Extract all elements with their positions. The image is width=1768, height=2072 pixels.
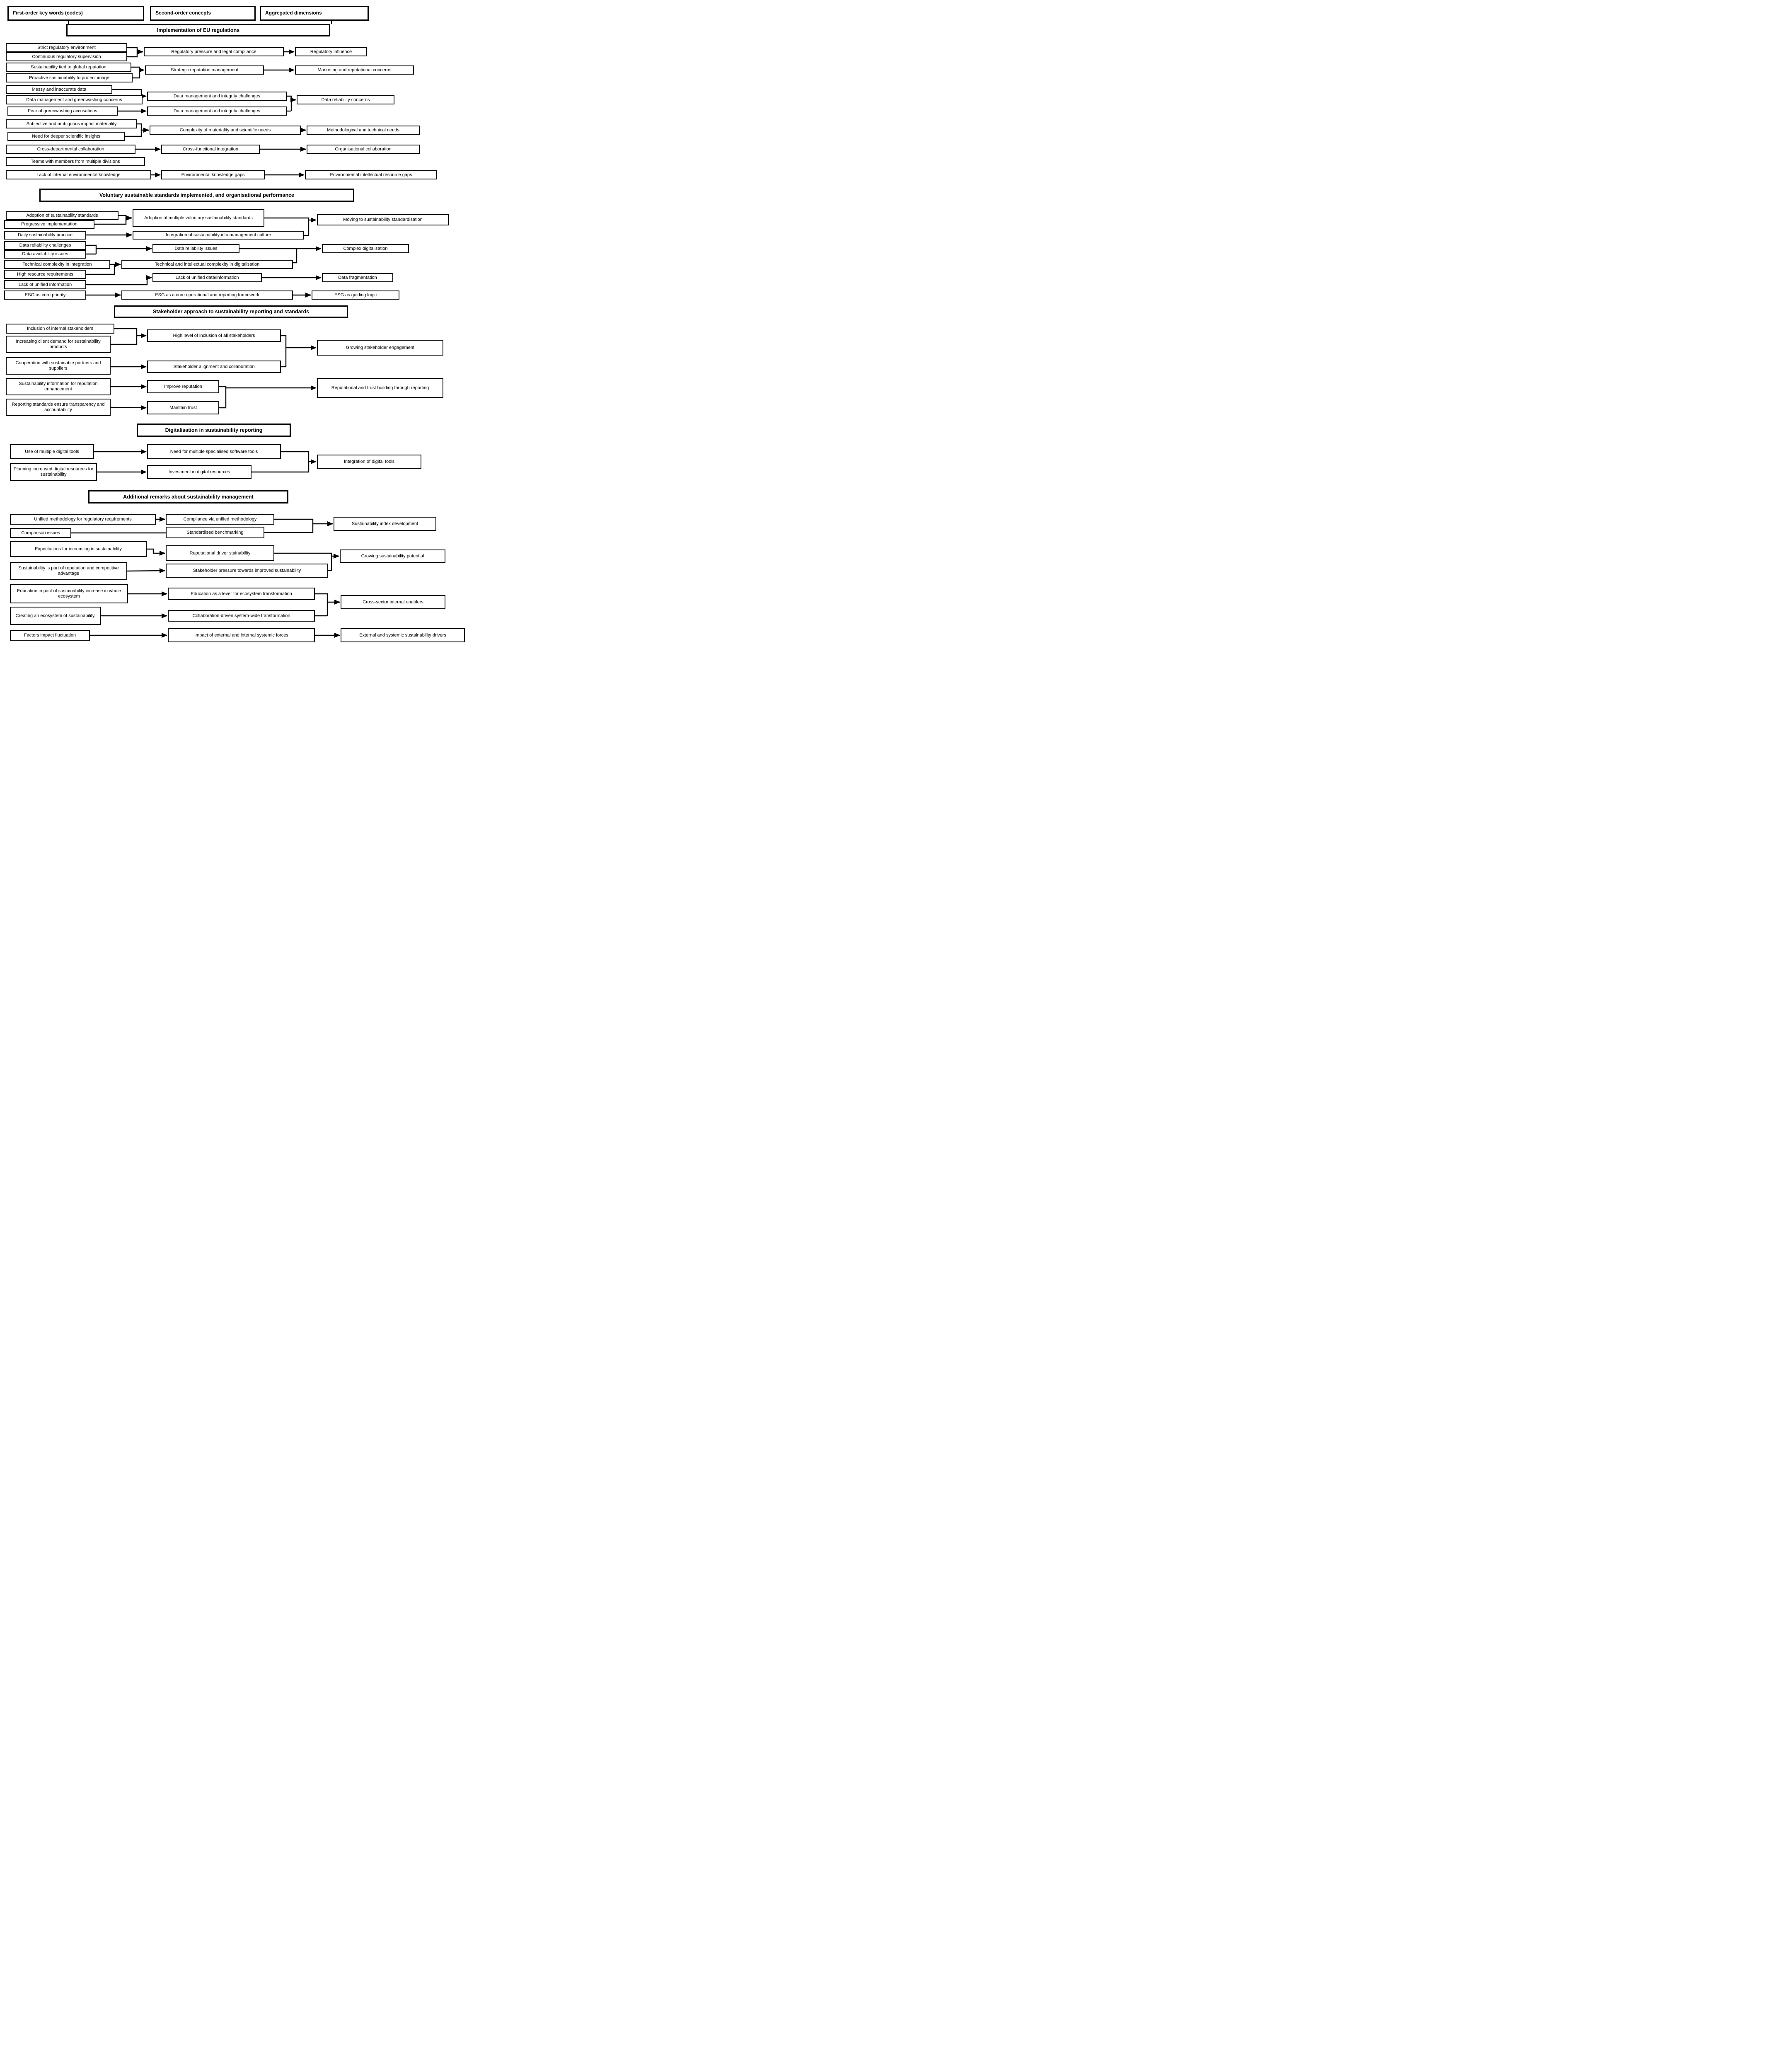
concept-stakeholder-pressure: Stakeholder pressure towards improved su… [166,564,328,578]
section-header-stakeholder-approach: Stakeholder approach to sustainability r… [114,305,348,318]
dimension-integration-digital-tools: Integration of digital tools [317,455,421,469]
concept-technical-intellectual-complexity: Technical and intellectual complexity in… [121,260,293,269]
dimension-regulatory-influence: Regulatory influence [295,47,367,56]
code-teams-multiple-divisions: Teams with members from multiple divisio… [6,157,145,166]
code-sustainability-reputation-advantage: Sustainability is part of reputation and… [10,562,127,580]
gioia-coding-diagram: First-order key words (codes) Second-ord… [0,0,484,659]
code-reporting-standards-transparency: Reporting standards ensure transparency … [6,399,111,416]
code-data-reliability-challenges: Data reliability challenges [4,241,86,250]
code-progressive-implementation: Progressive implementation [4,220,94,229]
code-planning-digital-resources: Planning increased digital resources for… [10,463,97,481]
dimension-data-reliability-concerns: Data reliability concerns [297,95,394,104]
concept-regulatory-pressure: Regulatory pressure and legal compliance [144,47,284,56]
code-high-resource-requirements: High resource requirements [4,270,86,279]
concept-high-level-inclusion: High level of inclusion of all stakehold… [147,329,281,342]
concept-strategic-reputation: Strategic reputation management [145,65,264,75]
dimension-data-fragmentation: Data fragmentation [322,273,393,282]
code-deeper-scientific-insights: Need for deeper scientific insights [7,132,125,141]
code-fear-greenwashing: Fear of greenwashing accusations [7,107,118,116]
dimension-methodological-technical: Methodological and technical needs [307,126,420,135]
code-esg-core-priority: ESG as core priority [4,290,86,300]
code-lack-internal-env-knowledge: Lack of internal environmental knowledge [6,170,151,179]
code-education-impact-ecosystem: Education impact of sustainability incre… [10,584,128,603]
column-header-aggregated-dimensions: Aggregated dimensions [260,6,369,21]
section-header-eu-regulations: Implementation of EU regulations [66,24,330,36]
code-adoption-sustainability-standards: Adoption of sustainability standards [6,211,119,220]
code-data-availability-issues: Data availability issues [4,250,86,259]
code-increasing-client-demand: Increasing client demand for sustainabil… [6,336,111,353]
code-cooperation-sustainable-partners: Cooperation with sustainable partners an… [6,357,111,375]
concept-improve-reputation: Improve reputation [147,380,219,393]
code-cross-departmental-collaboration: Cross-departmental collaboration [6,145,135,154]
concept-data-integrity-1: Data management and integrity challenges [147,92,287,101]
dimension-organisational-collaboration: Organisational collaboration [307,145,420,154]
code-daily-sustainability-practice: Daily sustainability practice [4,231,86,240]
code-subjective-impact-materiality: Subjective and ambiguous impact material… [6,119,137,128]
code-inclusion-internal-stakeholders: Inclusion of internal stakeholders [6,324,114,334]
code-sustainability-global-reputation: Sustainability tied to global reputation [6,63,131,72]
column-header-first-order: First-order key words (codes) [7,6,144,21]
code-creating-ecosystem-sustainability: Creating an ecosystem of sustainability. [10,607,101,625]
code-data-management-greenwashing: Data management and greenwashing concern… [6,95,143,104]
concept-impact-systemic-forces: Impact of external and internal systemic… [168,628,315,642]
section-header-voluntary-standards: Voluntary sustainable standards implemen… [39,189,354,202]
code-continuous-regulatory-supervision: Continuous regulatory supervision [6,52,127,61]
dimension-moving-standardisation: Moving to sustainability standardisation [317,214,449,225]
code-lack-unified-information: Lack of unified information [4,280,86,289]
concept-data-integrity-2: Data management and integrity challenges [147,107,287,116]
dimension-cross-sector-internal-enablers: Cross-sector internal enablers [341,595,445,609]
concept-need-specialised-software: Need for multiple specialised software t… [147,444,281,459]
dimension-env-intellectual-gaps: Environmental intellectual resource gaps [305,170,437,179]
concept-complexity-materiality: Complexity of materiality and scientific… [150,126,301,135]
concept-reputational-driver: Reputational driver stainability [166,545,274,561]
concept-standardised-benchmarking: Standardised benchmarking [166,527,264,538]
concept-esg-operational-framework: ESG as a core operational and reporting … [121,290,293,300]
concept-education-lever-transformation: Education as a lever for ecosystem trans… [168,588,315,600]
code-messy-inaccurate-data: Messy and inaccurate data [6,85,112,94]
concept-adoption-multiple-voluntary: Adoption of multiple voluntary sustainab… [133,209,264,227]
concept-cross-functional-integration: Cross-functional integration [161,145,260,154]
section-header-digitalisation: Digitalisation in sustainability reporti… [137,424,291,437]
dimension-growing-sustainability-potential: Growing sustainability potential [340,549,445,563]
concept-stakeholder-alignment: Stakeholder alignment and collaboration [147,361,281,373]
concept-lack-unified-data: Lack of unified data/information [152,273,262,282]
dimension-esg-guiding-logic: ESG as guiding logic [312,290,399,300]
code-expectations-increasing-sustainability: Expectations for increasing in sustainab… [10,541,147,557]
dimension-growing-stakeholder-engagement: Growing stakeholder engagement [317,340,443,356]
concept-integration-management-culture: Integration of sustainability into manag… [133,231,304,240]
concept-environmental-knowledge-gaps: Environmental knowledge gaps [161,170,265,179]
dimension-complex-digitalisation: Complex digitalisation [322,244,409,253]
code-sustainability-info-reputation: Sustainability information for reputatio… [6,378,111,395]
code-proactive-sustainability: Proactive sustainability to protect imag… [6,73,133,82]
code-technical-complexity-integration: Technical complexity in integration [4,260,110,269]
code-use-multiple-digital-tools: Use of multiple digital tools [10,444,94,459]
concept-maintain-trust: Maintain trust [147,401,219,414]
concept-compliance-unified-methodology: Compliance via unified methodology [166,514,274,525]
concept-collaboration-driven-transformation: Collaboration-driven system-wide transfo… [168,610,315,622]
code-comparison-issues: Comparison issues [10,528,71,538]
column-header-second-order: Second-order concepts [150,6,256,21]
dimension-marketing-reputational: Marketing and reputational concerns [295,65,414,75]
concept-data-reliability-issues: Data reliability issues [152,244,239,253]
section-header-additional-remarks: Additional remarks about sustainability … [88,490,288,503]
code-factors-impact-fluctuation: Factors impact fluctuation [10,630,90,641]
dimension-reputational-trust-building: Reputational and trust building through … [317,378,443,398]
concept-investment-digital-resources: Investment in digital resources [147,465,252,479]
code-strict-regulatory-environment: Strict regulatory environment [6,43,127,52]
code-unified-methodology-regulatory: Unified methodology for regulatory requi… [10,514,156,525]
dimension-external-systemic-drivers: External and systemic sustainability dri… [341,628,465,642]
dimension-sustainability-index-development: Sustainability index development [334,517,436,531]
